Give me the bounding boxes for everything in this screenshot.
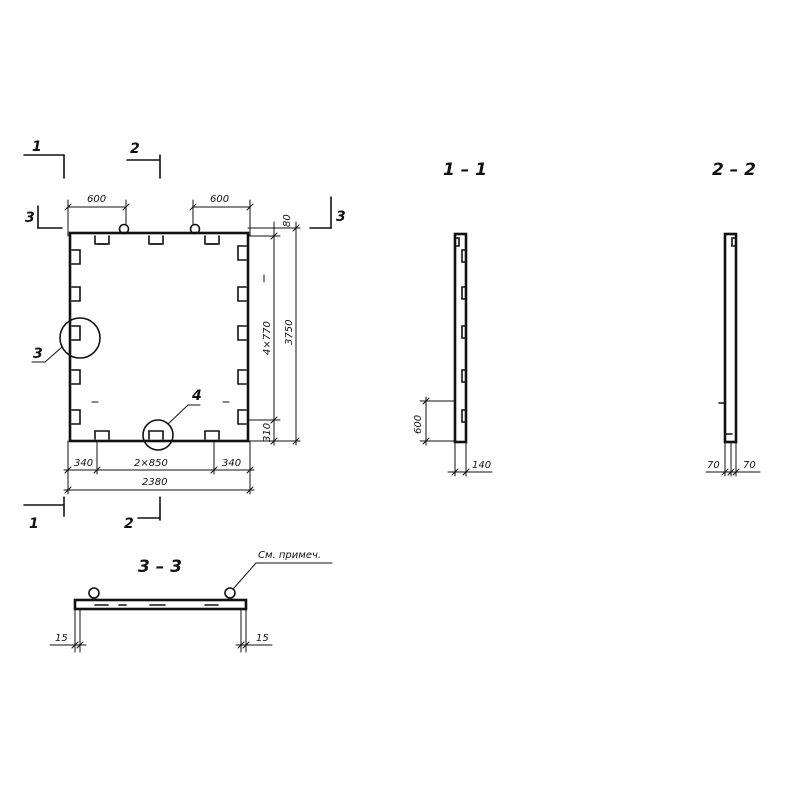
section-label-1-top: 1 <box>32 139 42 155</box>
dim-bottom-right: 340 <box>222 458 241 469</box>
callout-3-label: 3 <box>33 346 43 362</box>
inner-marks <box>91 274 265 403</box>
bottom-dimensions <box>63 440 255 495</box>
plan-view: 3 4 600 600 <box>23 139 346 532</box>
node-4-circle <box>142 419 174 451</box>
section-mark-3-right <box>309 196 332 229</box>
section-3-3-title: 3 – 3 <box>138 557 182 577</box>
embedded-parts-left <box>71 249 81 425</box>
dim-top-right: 600 <box>210 194 229 205</box>
section-2-2-dim-right: 70 <box>743 460 756 471</box>
right-dimensions <box>247 221 301 446</box>
dim-bottom-mid: 2×850 <box>134 458 168 469</box>
section-1-1-title: 1 – 1 <box>443 160 487 180</box>
section-mark-3-left <box>37 205 63 229</box>
dim-right-total: 3750 <box>284 320 295 345</box>
lifting-loop-left <box>118 223 130 235</box>
dim-bottom-total: 2380 <box>142 477 167 488</box>
section-1-1-dim-140: 140 <box>472 460 491 471</box>
dim-bottom-left: 340 <box>74 458 93 469</box>
section-mark-1-top <box>23 154 65 179</box>
section-1-1-dim-600: 600 <box>413 415 424 434</box>
section-3-3-note-leader <box>233 562 333 589</box>
top-dimensions <box>64 199 254 237</box>
embedded-parts-right <box>237 245 247 425</box>
section-label-2-top: 2 <box>130 141 140 157</box>
section-label-2-bottom: 2 <box>124 516 134 532</box>
section-3-3-profile <box>73 598 248 611</box>
section-3-3-loop-left <box>88 587 100 599</box>
section-label-3-right: 3 <box>336 209 346 225</box>
embedded-parts-top <box>94 235 220 245</box>
section-label-1-bottom: 1 <box>29 516 39 532</box>
lifting-loop-right <box>189 223 201 235</box>
section-3-3: 3 – 3 См. примеч. 15 <box>49 550 333 653</box>
dim-right-bottom: 310 <box>262 423 273 442</box>
callout-4-label: 4 <box>191 388 202 404</box>
section-1-1-dims <box>419 396 493 477</box>
section-2-2-dim-left: 70 <box>707 460 720 471</box>
section-2-2: 2 – 2 70 70 <box>705 160 761 477</box>
section-3-3-note: См. примеч. <box>258 550 321 561</box>
section-mark-1-bottom <box>23 496 65 517</box>
section-1-1: 1 – 1 600 140 <box>413 160 493 477</box>
section-2-2-details <box>718 237 737 435</box>
section-2-2-dims <box>705 441 761 477</box>
section-3-3-dim-left: 15 <box>55 633 68 644</box>
section-mark-2-bottom <box>137 496 161 521</box>
dim-top-left: 600 <box>87 194 106 205</box>
section-1-1-notches <box>454 237 467 423</box>
section-3-3-loop-right <box>224 587 236 599</box>
node-3-circle <box>59 317 101 359</box>
dim-right-span: 4×770 <box>262 321 273 355</box>
section-label-3-left: 3 <box>25 210 35 226</box>
embedded-parts-bottom <box>94 430 220 440</box>
section-2-2-title: 2 – 2 <box>712 160 756 180</box>
section-2-2-profile <box>723 232 738 444</box>
panel-outline <box>68 231 250 443</box>
section-3-3-dim-right: 15 <box>256 633 269 644</box>
section-mark-2-top <box>126 154 161 179</box>
section-3-3-dims <box>49 608 273 653</box>
dim-right-top: 80 <box>282 214 293 227</box>
